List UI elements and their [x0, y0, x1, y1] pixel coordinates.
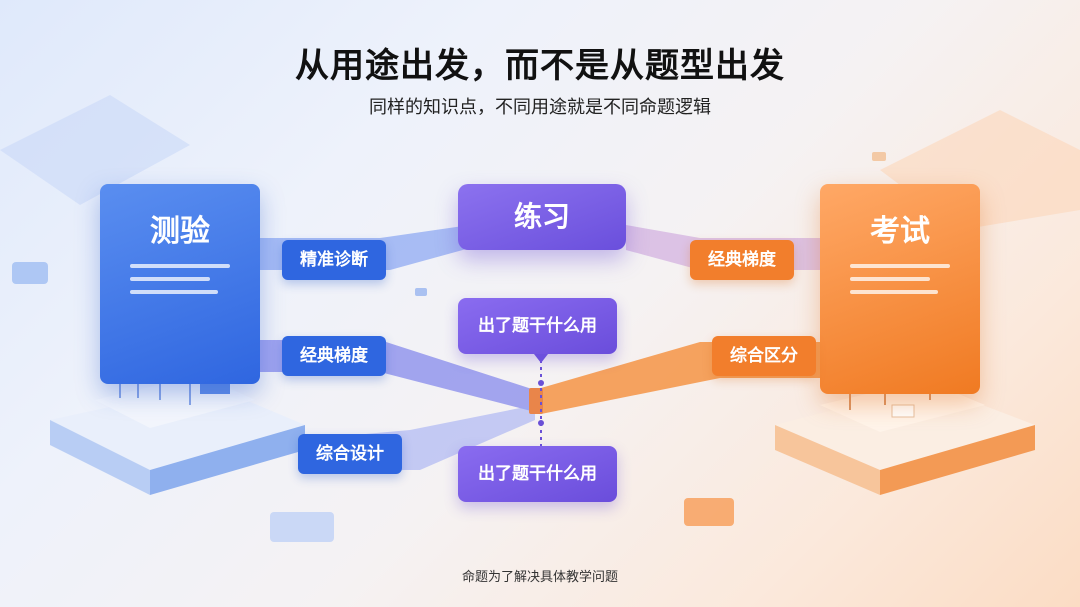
quiz-card[interactable]: 测验	[100, 184, 260, 384]
page-title: 从用途出发，而不是从题型出发	[295, 46, 785, 86]
practice-card[interactable]: 练习	[458, 184, 626, 250]
question-pointer-icon	[534, 354, 548, 363]
question-tag-top[interactable]: 出了题干什么用	[458, 298, 617, 354]
tag-quiz-diagnosis[interactable]: 精准诊断	[282, 240, 386, 280]
exam-card-title: 考试	[870, 214, 930, 249]
quiz-card-lines	[130, 264, 230, 303]
exam-card-lines	[850, 264, 950, 303]
footer-caption: 命题为了解决具体教学问题	[461, 570, 618, 585]
quiz-card-title: 测验	[150, 214, 210, 249]
page-subtitle: 同样的知识点，不同用途就是不同命题逻辑	[369, 97, 711, 118]
tag-exam-gradient[interactable]: 经典梯度	[690, 240, 794, 280]
question-tag-bottom[interactable]: 出了题干什么用	[458, 446, 617, 502]
exam-card[interactable]: 考试	[820, 184, 980, 394]
tag-exam-distinguish[interactable]: 综合区分	[712, 336, 816, 376]
tag-quiz-gradient[interactable]: 经典梯度	[282, 336, 386, 376]
tag-quiz-design[interactable]: 综合设计	[298, 434, 402, 474]
